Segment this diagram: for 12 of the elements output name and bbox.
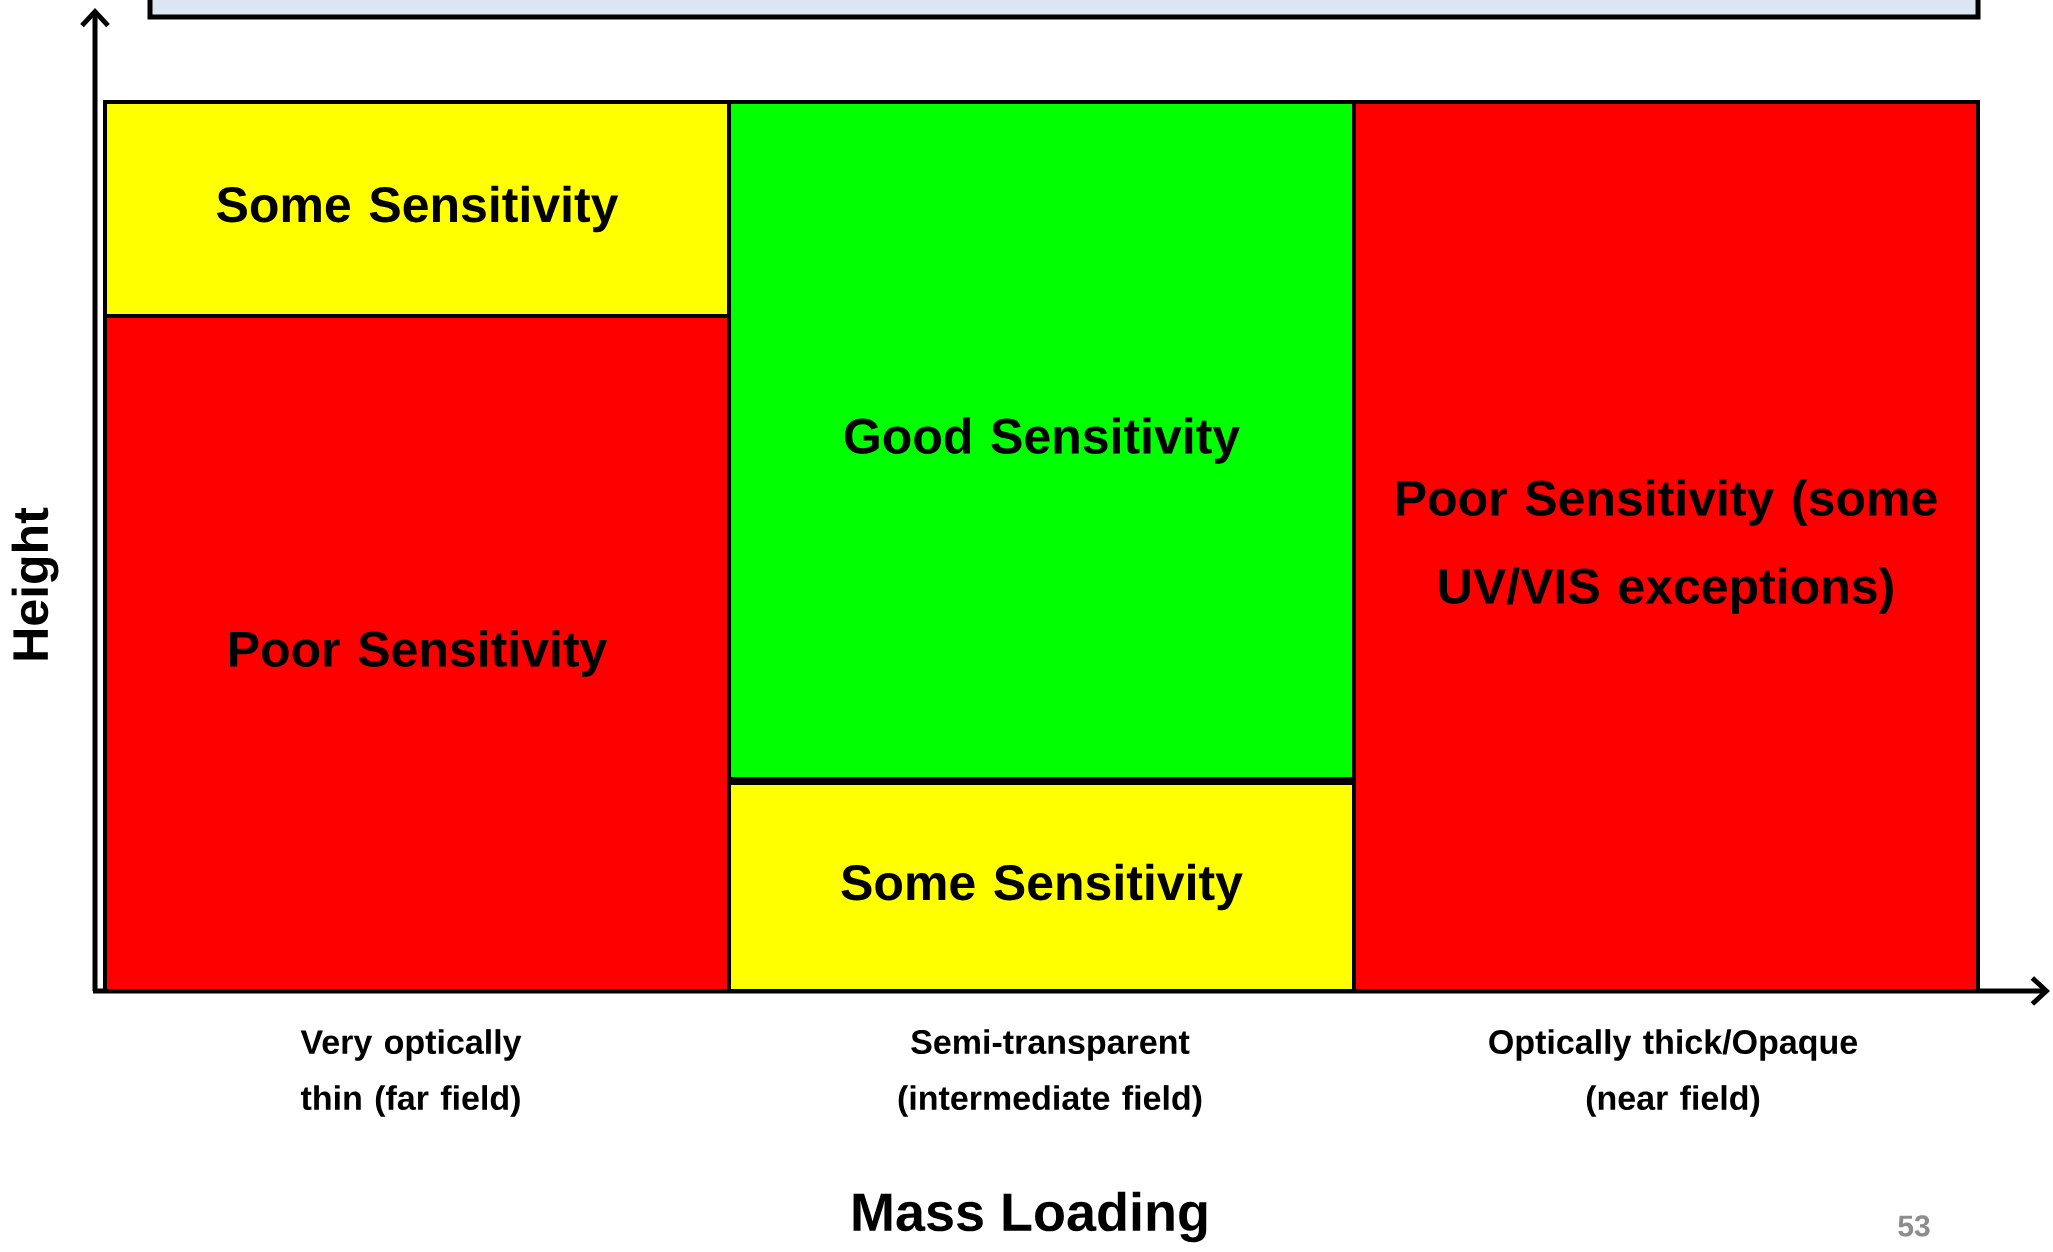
region-box: Good Sensitivity <box>727 100 1356 781</box>
axis-category-label: Optically thick/Opaque (near field) <box>1489 1029 1858 1117</box>
axis-title: Height <box>11 507 59 660</box>
region-box: Some Sensitivity <box>727 781 1356 993</box>
banner-box <box>147 0 1981 20</box>
page-number: 53 <box>1898 1215 1930 1237</box>
axis-title: Mass Loading <box>853 1191 1207 1243</box>
region-box: Some Sensitivity <box>103 100 731 318</box>
region-box: Poor Sensitivity (some UV/VIS exceptions) <box>1352 100 1980 993</box>
axis-category-label: Semi-transparent (intermediate field) <box>898 1029 1202 1117</box>
region-box: Poor Sensitivity <box>103 314 731 993</box>
axis-category-label: Very optically thin (far field) <box>300 1029 522 1117</box>
